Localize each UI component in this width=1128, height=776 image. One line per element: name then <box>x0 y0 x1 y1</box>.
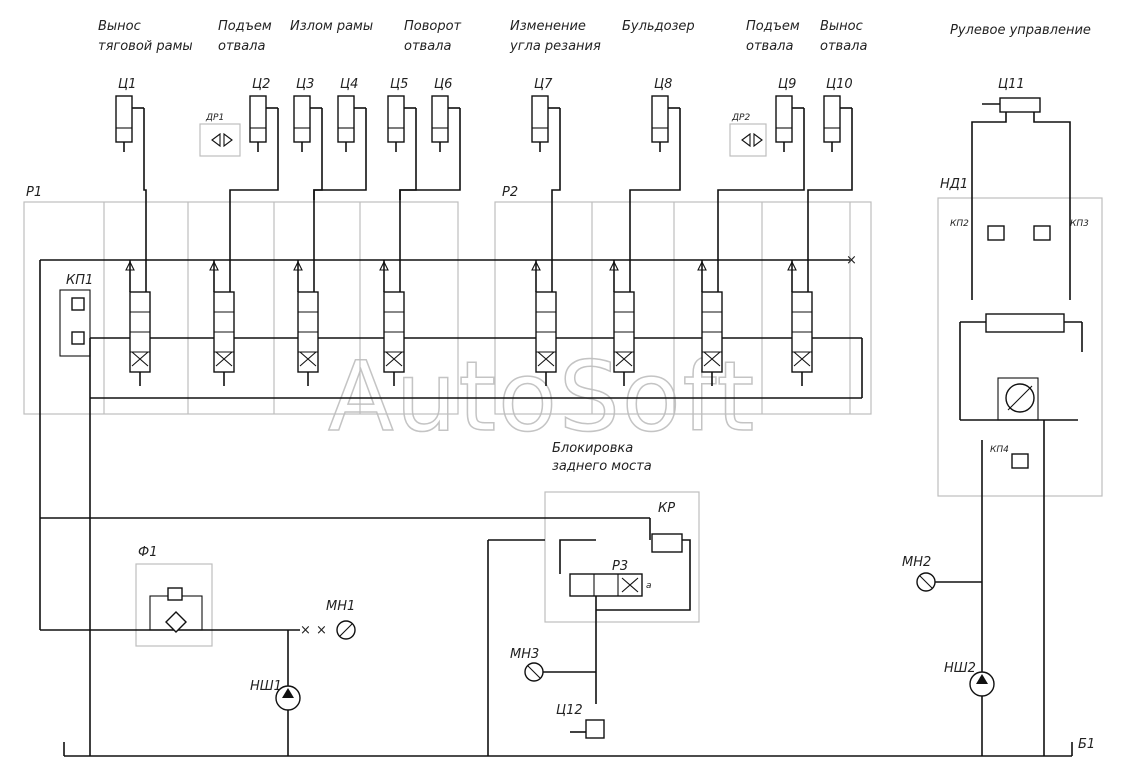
filter-label: Ф1 <box>138 545 157 560</box>
relief-valve-kp1 <box>59 289 91 357</box>
function-label-7-line1: Подъем <box>746 19 800 34</box>
kp3-label: КП3 <box>1070 219 1089 229</box>
svg-text:×: × <box>316 623 327 638</box>
function-label-2-line2: отвала <box>218 39 265 54</box>
plug-mark: × <box>846 253 857 268</box>
tank-label: Б1 <box>1078 737 1095 752</box>
cylinder-group: Ц1 Ц2 Ц3 Ц4 Ц5 Ц6 Ц7 Ц8 Ц9 Ц10 <box>115 77 853 152</box>
function-label-8-line1: Вынос <box>820 19 863 34</box>
dr1-label: ДР1 <box>205 113 224 123</box>
function-label-7-line2: отвала <box>746 39 793 54</box>
cylinder-c10 <box>823 95 841 143</box>
function-label-1-line2: тяговой рамы <box>98 39 193 54</box>
throttle-dr1-frame <box>199 123 241 157</box>
cylinder-c9 <box>775 95 793 143</box>
valve-p3 <box>569 573 643 597</box>
lock-module-frame <box>544 491 700 623</box>
nsh1-label: НШ1 <box>250 679 282 694</box>
cylinder-c6 <box>431 95 449 143</box>
filter-icon <box>165 611 187 633</box>
distributor-p2-frame <box>494 201 872 415</box>
cylinder-c3-label: Ц3 <box>296 77 314 92</box>
steering-title: Рулевое управление <box>950 23 1091 38</box>
cylinder-c6-label: Ц6 <box>434 77 452 92</box>
kr-label: КР <box>658 501 675 516</box>
cylinder-c10-label: Ц10 <box>826 77 853 92</box>
lock-label-line2: заднего моста <box>552 459 652 474</box>
a-label: а <box>646 581 652 591</box>
nsh2-label: НШ2 <box>944 661 976 676</box>
cylinder-c2-label: Ц2 <box>252 77 270 92</box>
cylinder-c7 <box>531 95 549 143</box>
function-label-5-line1: Изменение <box>510 19 586 34</box>
cylinder-c12 <box>585 719 605 739</box>
cylinder-c1 <box>115 95 133 143</box>
cylinder-c8-label: Ц8 <box>654 77 672 92</box>
cylinder-c7-label: Ц7 <box>534 77 553 92</box>
cylinder-c3 <box>293 95 311 143</box>
function-label-3-line1: Излом рамы <box>290 19 373 34</box>
distributor-p1-frame <box>23 201 459 415</box>
mn1-label: МН1 <box>326 599 355 614</box>
pressure-reducer-kr <box>651 533 683 553</box>
kp4-label: КП4 <box>990 445 1009 455</box>
p3-label: Р3 <box>612 559 628 574</box>
cylinder-c2 <box>249 95 267 143</box>
cylinder-c12-label: Ц12 <box>556 703 583 718</box>
lock-label-line1: Блокировка <box>552 441 633 456</box>
cylinder-c1-label: Ц1 <box>118 77 136 92</box>
cylinder-c9-label: Ц9 <box>778 77 796 92</box>
cylinder-c4-label: Ц4 <box>340 77 358 92</box>
cylinder-c11-label: Ц11 <box>998 77 1025 92</box>
function-label-4-line1: Поворот <box>404 19 462 34</box>
function-label-8-line2: отвала <box>820 39 867 54</box>
kp1-label: КП1 <box>66 273 93 288</box>
steering-valve <box>985 313 1065 333</box>
p2-label: Р2 <box>502 185 518 200</box>
nd1-label: НД1 <box>940 177 968 192</box>
kp2-label: КП2 <box>950 219 969 229</box>
svg-text:×: × <box>300 623 311 638</box>
mn2-label: МН2 <box>902 555 931 570</box>
function-label-6-line1: Бульдозер <box>622 19 695 34</box>
valve-section-group <box>125 108 853 386</box>
cylinder-c11 <box>999 97 1041 113</box>
cylinder-c8 <box>651 95 669 143</box>
mn3-label: МН3 <box>510 647 539 662</box>
function-label-2-line1: Подъем <box>218 19 272 34</box>
filter-frame <box>135 563 213 647</box>
cylinder-c5-label: Ц5 <box>390 77 408 92</box>
function-label-1-line1: Вынос <box>98 19 141 34</box>
cylinder-c5 <box>387 95 405 143</box>
steering-module-frame <box>937 197 1103 497</box>
function-label-5-line2: угла резания <box>509 39 601 54</box>
throttle-dr2-frame <box>729 123 767 157</box>
cylinder-c4 <box>337 95 355 143</box>
dr2-label: ДР2 <box>731 113 750 123</box>
p1-label: Р1 <box>26 185 42 200</box>
function-label-4-line2: отвала <box>404 39 451 54</box>
